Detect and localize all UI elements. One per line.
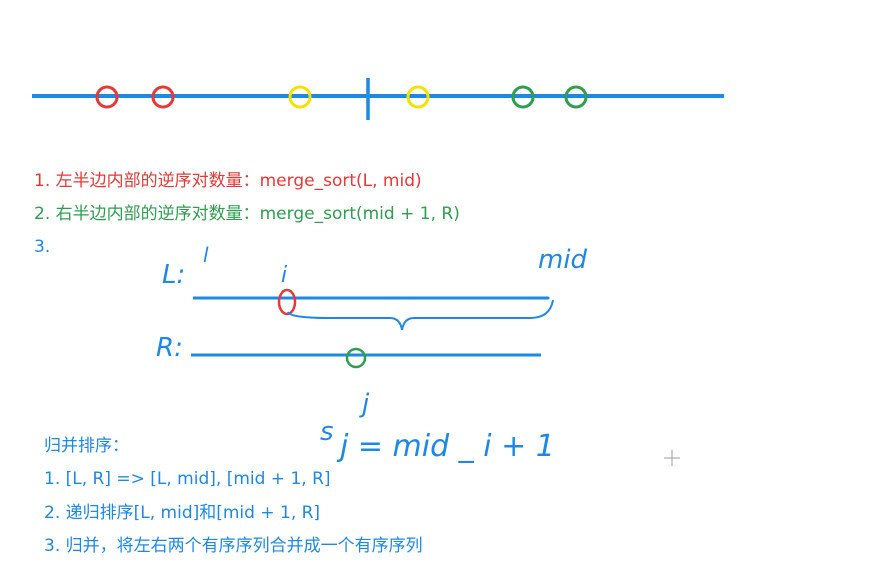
merge-sort-line-1: 1. [L, R] => [L, mid], [mid + 1, R] [44, 469, 331, 489]
merge-sort-title: 归并排序： [44, 436, 129, 456]
j-marker-circle [345, 347, 367, 369]
cursor-crosshair-icon [664, 450, 680, 466]
red-circle-1 [95, 85, 119, 109]
R-label: R: [156, 333, 183, 363]
range-brace [287, 299, 554, 331]
green-circle-5 [511, 85, 535, 109]
L-label: L: [162, 260, 185, 290]
yellow-circle-4 [406, 85, 430, 109]
merge-sort-line-2: 2. 递归排序[L, mid]和[mid + 1, R] [44, 503, 321, 523]
yellow-circle-3 [288, 85, 312, 109]
top-circles [95, 85, 588, 109]
i-mark: i [281, 263, 287, 288]
left-segment [193, 288, 554, 331]
l-mark: l [203, 243, 209, 267]
red-circle-2 [151, 85, 175, 109]
mid-mark: mid [538, 245, 588, 275]
left-end-dot [546, 296, 550, 300]
i-marker-circle [277, 288, 297, 316]
step-2-text: 2. 右半边内部的逆序对数量：merge_sort(mid + 1, R) [34, 204, 460, 224]
formula-s: s [320, 417, 334, 447]
j-mark: j [359, 389, 370, 419]
step-1-text: 1. 左半边内部的逆序对数量：merge_sort(L, mid) [34, 171, 422, 191]
right-segment [191, 347, 541, 369]
merge-sort-line-3: 3. 归并，将左右两个有序序列合并成一个有序序列 [44, 536, 423, 556]
green-circle-6 [564, 85, 588, 109]
formula: j = mid _ i + 1 [336, 429, 555, 464]
step-3-text: 3. [34, 237, 51, 257]
